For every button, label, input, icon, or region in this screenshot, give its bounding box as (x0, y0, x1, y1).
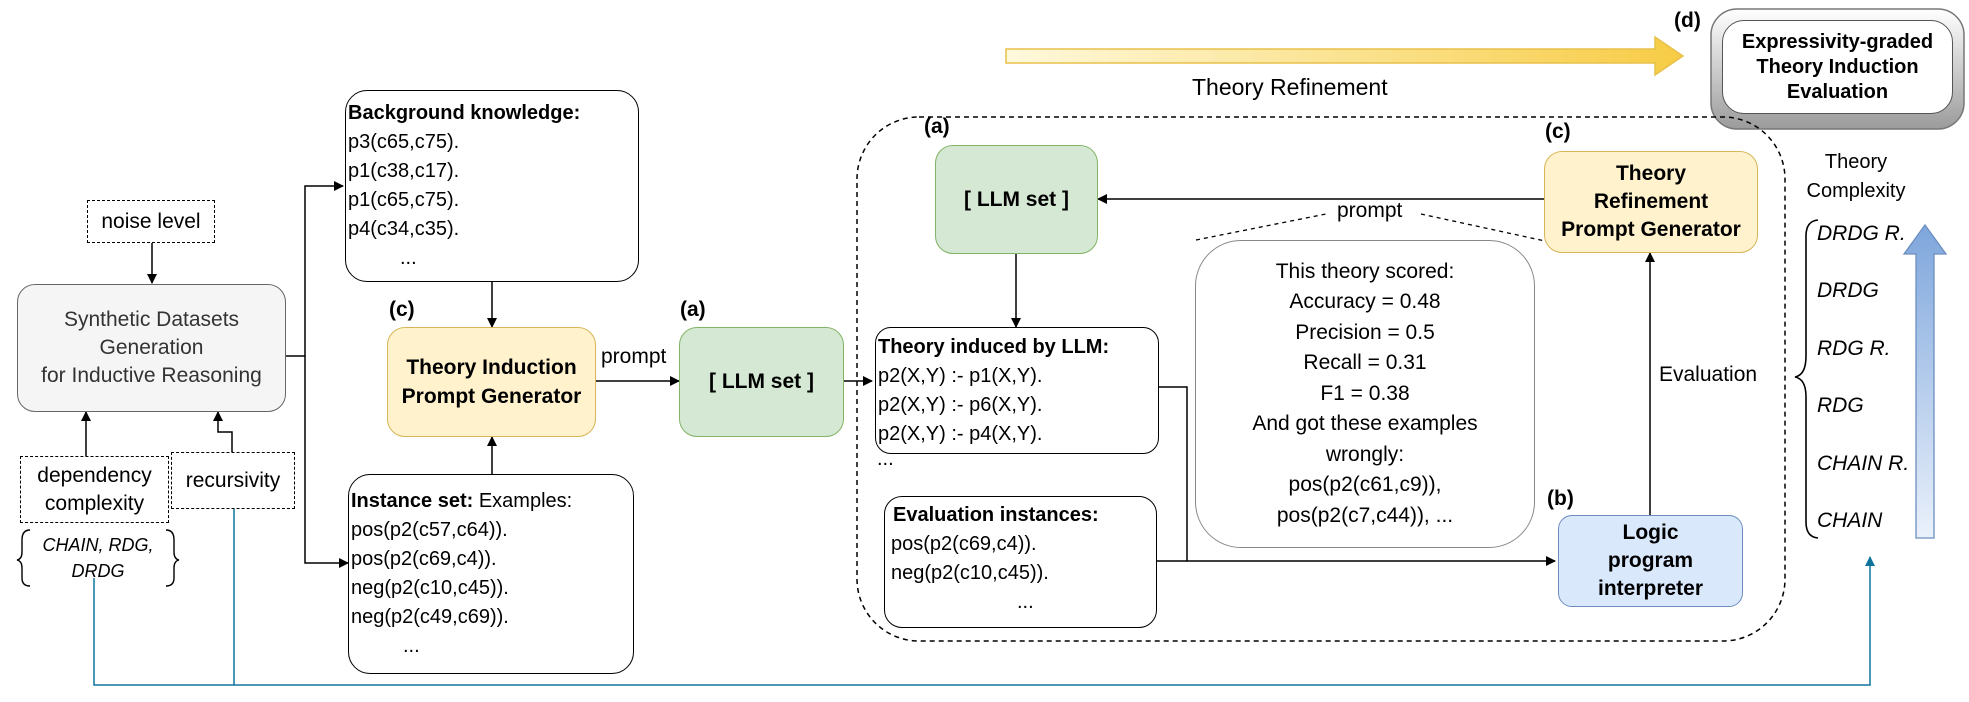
options-line-2: DRDG (71, 561, 125, 581)
llm-set-main: [ LLM set ] (679, 327, 844, 437)
background-fact: p1(c38,c17). (348, 160, 460, 182)
induced-theory-box: Theory induced by LLM: p2(X,Y) :- p1(X,Y… (875, 327, 1159, 454)
instance-set-title: Instance set: (351, 490, 474, 512)
synthetic-datasets-generator: Synthetic Datasets Generation for Induct… (17, 284, 286, 412)
induced-rule: p2(X,Y) :- p4(X,Y). (878, 423, 1043, 445)
refinement-line-2: Refinement (1593, 190, 1709, 213)
theory-induction-prompt-generator: Theory Induction Prompt Generator (387, 327, 596, 437)
generator-line-3: for Inductive Reasoning (41, 364, 262, 387)
background-fact-ellipsis: ... (400, 247, 417, 269)
refinement-line-3: Prompt Generator (1561, 218, 1741, 241)
noise-level-label: noise level (101, 209, 201, 233)
dependency-options: CHAIN, RDG, DRDG (24, 532, 172, 584)
complexity-level: CHAIN (1817, 509, 1883, 532)
evaluation-label: Evaluation (1659, 363, 1758, 386)
expressivity-eval-tag: (d) (1674, 9, 1701, 32)
expressivity-line-2: Theory Induction (1756, 55, 1919, 78)
evaluation-item: pos(p2(c69,c4)). (891, 533, 1037, 555)
instance-set-subtitle: Examples: (473, 490, 573, 512)
evaluation-ellipsis: ... (1017, 591, 1034, 613)
interpreter-line-1: Logic (1622, 521, 1679, 544)
complexity-feedback-line (93, 556, 1875, 686)
evaluation-instances-title: Evaluation instances: (893, 504, 1099, 526)
instance-example-ellipsis: ... (403, 635, 420, 657)
recursivity-label: recursivity (185, 468, 281, 492)
instance-example: pos(p2(c57,c64)). (351, 519, 508, 541)
complexity-level: DRDG (1817, 279, 1879, 302)
dependency-line-2: complexity (44, 491, 145, 515)
theory-complexity-arrow (1902, 223, 1948, 539)
generator-line-1: Synthetic Datasets (63, 308, 240, 331)
generator-line-2: Generation (99, 336, 204, 359)
llm-set-loop: [ LLM set ] (935, 145, 1098, 254)
feedback-line: Recall = 0.31 (1303, 351, 1427, 375)
refinement-generator-tag: (c) (1545, 120, 1571, 143)
instance-set-box: Instance set: Examples: pos(p2(c57,c64))… (348, 474, 634, 674)
interpreter-line-3: interpreter (1597, 577, 1704, 600)
recursivity-box: recursivity (171, 452, 295, 509)
feedback-line: Precision = 0.5 (1295, 320, 1435, 344)
refinement-loop-region (856, 116, 1786, 642)
refinement-prompt-label: prompt (1337, 199, 1403, 222)
expressivity-line-1: Expressivity-graded (1741, 30, 1934, 53)
feedback-line: wrongly: (1325, 442, 1405, 466)
theory-refinement-arrow (1005, 35, 1685, 77)
complexity-level: RDG (1817, 394, 1864, 417)
feedback-line: And got these examples (1252, 412, 1478, 436)
llm-set-loop-label: [ LLM set ] (964, 187, 1069, 211)
feedback-line: pos(p2(c7,c44)), ... (1276, 503, 1454, 527)
background-knowledge-title: Background knowledge: (348, 102, 581, 124)
feedback-line: pos(p2(c61,c9)), (1288, 473, 1442, 497)
noise-level-box: noise level (87, 200, 215, 243)
options-line-1: CHAIN, RDG, (42, 535, 154, 555)
background-fact: p4(c34,c35). (348, 218, 460, 240)
theory-complexity-title: Theory Complexity (1803, 148, 1909, 206)
evaluation-item: neg(p2(c10,c45)). (891, 562, 1049, 584)
instance-example: neg(p2(c49,c69)). (351, 606, 509, 628)
logic-program-interpreter: Logic program interpreter (1558, 515, 1743, 607)
feedback-line: Accuracy = 0.48 (1289, 290, 1441, 314)
instance-example: pos(p2(c69,c4)). (351, 548, 497, 570)
induced-rule: p2(X,Y) :- p1(X,Y). (878, 365, 1043, 387)
theory-refinement-prompt-generator: Theory Refinement Prompt Generator (1544, 151, 1758, 253)
evaluation-instances-box: Evaluation instances: pos(p2(c69,c4)). n… (884, 496, 1157, 628)
feedback-line: F1 = 0.38 (1320, 381, 1410, 405)
induction-line-1: Theory Induction (406, 356, 577, 379)
llm-set-main-tag: (a) (680, 298, 706, 321)
complexity-title-line-1: Theory (1824, 151, 1888, 173)
complexity-level: CHAIN R. (1817, 452, 1910, 475)
complexity-level: DRDG R. (1817, 222, 1906, 245)
dependency-line-1: dependency (37, 463, 152, 487)
complexity-level: RDG R. (1817, 337, 1891, 360)
induced-theory-ellipsis: ... (877, 448, 894, 470)
complexity-title-line-2: Complexity (1806, 180, 1906, 202)
induced-rule: p2(X,Y) :- p6(X,Y). (878, 394, 1043, 416)
prompt-label: prompt (601, 345, 667, 368)
background-knowledge-box: Background knowledge: p3(c65,c75). p1(c3… (345, 90, 639, 282)
background-fact: p1(c65,c75). (348, 189, 460, 211)
expressivity-line-3: Evaluation (1786, 80, 1889, 103)
background-fact: p3(c65,c75). (348, 131, 460, 153)
feedback-line: This theory scored: (1275, 259, 1455, 283)
induction-generator-tag: (c) (389, 298, 415, 321)
complexity-brace (1794, 219, 1819, 539)
induced-theory-title: Theory induced by LLM: (878, 336, 1110, 358)
feedback-prompt-box: This theory scored: Accuracy = 0.48 Prec… (1195, 240, 1535, 548)
interpreter-tag: (b) (1547, 487, 1574, 510)
expressivity-graded-evaluation: Expressivity-graded Theory Induction Eva… (1722, 20, 1953, 114)
interpreter-line-2: program (1607, 549, 1694, 572)
llm-set-loop-tag: (a) (924, 115, 950, 138)
theory-refinement-label: Theory Refinement (1192, 74, 1388, 100)
dependency-complexity-box: dependency complexity (20, 456, 169, 523)
refinement-line-1: Theory (1615, 162, 1686, 185)
induction-line-2: Prompt Generator (401, 385, 582, 408)
llm-set-main-label: [ LLM set ] (709, 370, 814, 393)
instance-example: neg(p2(c10,c45)). (351, 577, 509, 599)
